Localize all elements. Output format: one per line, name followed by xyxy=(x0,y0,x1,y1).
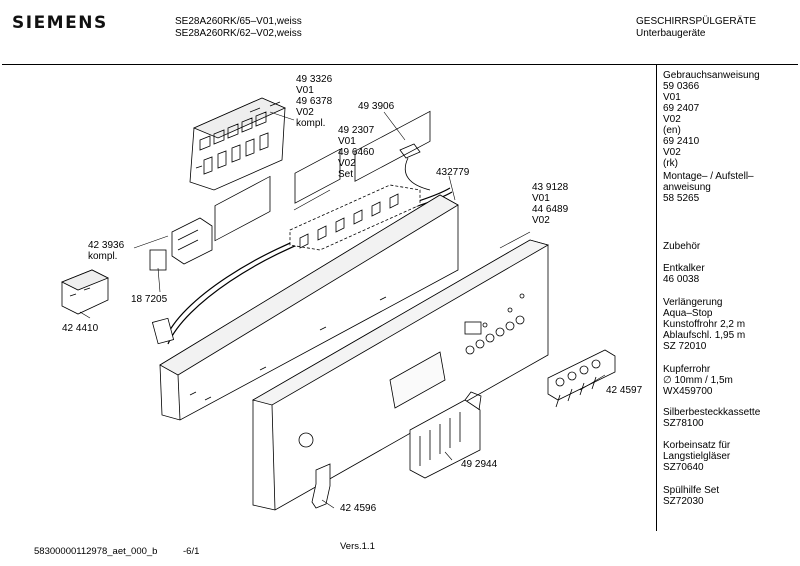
sensor-module-part xyxy=(61,269,109,315)
bracket-part xyxy=(311,463,331,509)
callout-sensor-module: 42 4410 xyxy=(62,323,99,334)
callout-bracket: 42 4596 xyxy=(340,503,377,514)
callout-front-fascia: 43 9128 V01 44 6489 V02 xyxy=(532,182,569,226)
sidebar-descaler: Entkalker 46 0038 xyxy=(663,263,705,285)
model-line-2: SE28A260RK/62–V02,weiss xyxy=(175,28,302,39)
sidebar-divider xyxy=(656,65,657,531)
sidebar-rinse-set: Spülhilfe Set SZ72030 xyxy=(663,485,720,507)
front-fascia-part xyxy=(251,239,550,511)
callout-capacitor: 18 7205 xyxy=(131,294,168,305)
callout-control-module: 49 3326 V01 49 6378 V02 kompl. xyxy=(296,74,333,129)
callout-switch-row: 42 4597 xyxy=(606,385,643,396)
sidebar-installation: Montage– / Aufstell– anweisung 58 5265 xyxy=(663,171,754,204)
category-title: GESCHIRRSPÜLGERÄTE xyxy=(636,16,757,27)
callout-switch-set: 49 2307 V01 49 6460 V02 Set xyxy=(338,125,375,180)
footer-page: -6/1 xyxy=(183,546,200,557)
callout-panel-frame: 432779 xyxy=(436,167,470,178)
callout-valve: 42 3936 kompl. xyxy=(88,240,125,262)
control-module-part xyxy=(189,97,286,191)
footer-doc-id: 58300000112978_aet_000_b xyxy=(34,546,158,557)
sidebar-accessories-heading: Zubehör xyxy=(663,241,701,252)
valve-part xyxy=(149,217,213,271)
sidebar-extension: Verlängerung Aqua–Stop Kunstoffrohr 2,2 … xyxy=(663,297,746,352)
sidebar-manuals: Gebrauchsanweisung 59 0366 V01 69 2407 V… xyxy=(663,70,760,169)
sidebar-glass-insert: Korbeinsatz für Langstielgläser SZ70640 xyxy=(663,440,731,473)
control-panel-frame-part xyxy=(159,110,459,421)
model-line-1: SE28A260RK/65–V01,weiss xyxy=(175,16,302,27)
footer-version: Vers.1.1 xyxy=(340,541,375,552)
sidebar-copper-pipe: Kupferrohr ∅ 10mm / 1,5m WX459700 xyxy=(663,364,733,397)
dispenser-part xyxy=(409,391,482,479)
sidebar-cutlery-basket: Silberbesteckkassette SZ78100 xyxy=(663,407,761,429)
header-divider xyxy=(2,64,798,65)
category-subtitle: Unterbaugeräte xyxy=(636,28,706,39)
switch-set-part xyxy=(289,184,421,251)
leader-lines xyxy=(79,111,606,509)
callout-dispenser: 49 2944 xyxy=(461,459,498,470)
switch-row-part xyxy=(547,349,616,408)
callout-cable: 49 3906 xyxy=(358,101,395,112)
brand-logo: SIEMENS xyxy=(12,13,108,33)
